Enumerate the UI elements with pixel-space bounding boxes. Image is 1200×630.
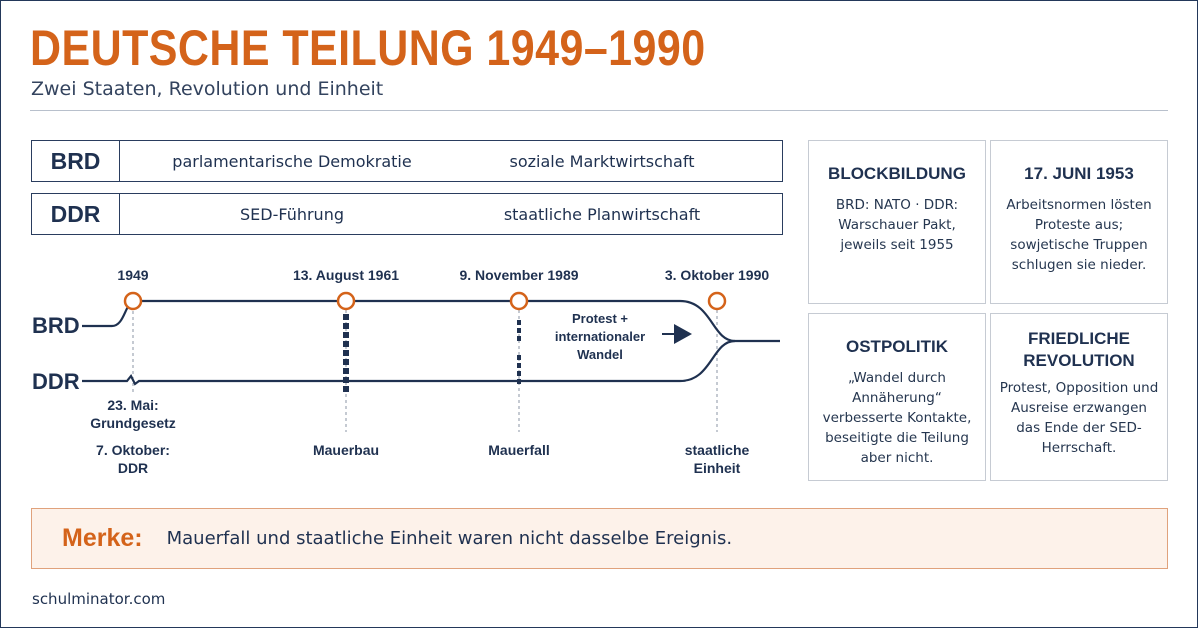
label-protest: Protest + internationaler Wandel bbox=[554, 311, 646, 362]
system-row-ddr: DDR SED-Führung staatliche Planwirtschaf… bbox=[31, 193, 783, 235]
header-divider bbox=[30, 110, 1168, 111]
card-body: Arbeitsnormen lösten Proteste aus; sowje… bbox=[1006, 197, 1152, 273]
date-1949: 1949 bbox=[117, 267, 149, 283]
label-ddr-founding: 7. Oktober: DDR bbox=[96, 442, 170, 476]
card-heading: OSTPOLITIK bbox=[846, 337, 948, 356]
system-label-ddr: DDR bbox=[32, 194, 120, 234]
label-mauerbau: Mauerbau bbox=[312, 442, 380, 458]
footer-site: schulminator.com bbox=[32, 590, 166, 608]
date-1961: 13. August 1961 bbox=[292, 267, 400, 283]
card-body: Protest, Opposition und Ausreise erzwang… bbox=[999, 380, 1159, 456]
page-title: DEUTSCHE TEILUNG 1949–1990 bbox=[30, 20, 706, 76]
card-friedliche-revolution: FRIEDLICHE REVOLUTION Protest, Oppositio… bbox=[990, 313, 1168, 481]
card-body: BRD: NATO · DDR: Warschauer Pakt, jeweil… bbox=[835, 197, 959, 253]
brd-government: parlamentarische Demokratie bbox=[172, 151, 412, 171]
label-grundgesetz: 23. Mai: Grundgesetz bbox=[90, 397, 176, 431]
track-label-ddr: DDR bbox=[32, 369, 80, 394]
card-heading: BLOCKBILDUNG bbox=[828, 164, 966, 183]
card-ostpolitik: OSTPOLITIK „Wandel durch Annäherung“ ver… bbox=[808, 313, 986, 481]
card-heading: FRIEDLICHE REVOLUTION bbox=[1023, 329, 1135, 370]
system-label-brd: BRD bbox=[32, 141, 120, 181]
card-body: „Wandel durch Annäherung“ verbesserte Ko… bbox=[822, 370, 972, 466]
label-einheit: staatliche Einheit bbox=[684, 442, 750, 476]
brd-economy: soziale Marktwirtschaft bbox=[509, 151, 695, 171]
ddr-economy: staatliche Planwirtschaft bbox=[503, 204, 701, 224]
brd-track bbox=[82, 299, 780, 343]
merke-text: Mauerfall und staatliche Einheit waren n… bbox=[166, 528, 733, 549]
card-17-juni: 17. JUNI 1953 Arbeitsnormen lösten Prote… bbox=[990, 140, 1168, 304]
merke-label: Merke: bbox=[62, 524, 143, 552]
date-1989: 9. November 1989 bbox=[459, 267, 579, 283]
track-label-brd: BRD bbox=[32, 313, 80, 338]
merke-box: Merke: Mauerfall und staatliche Einheit … bbox=[31, 508, 1168, 569]
page-subtitle: Zwei Staaten, Revolution und Einheit bbox=[31, 78, 384, 100]
label-mauerfall: Mauerfall bbox=[488, 442, 550, 458]
marker-1989 bbox=[509, 291, 529, 311]
system-row-brd: BRD parlamentarische Demokratie soziale … bbox=[31, 140, 783, 182]
ddr-track bbox=[82, 339, 736, 386]
ddr-government: SED-Führung bbox=[240, 204, 344, 224]
card-blockbildung: BLOCKBILDUNG BRD: NATO · DDR: Warschauer… bbox=[808, 140, 986, 304]
marker-1949 bbox=[123, 291, 143, 311]
marker-1990 bbox=[707, 291, 727, 311]
marker-1961 bbox=[336, 291, 356, 311]
timeline-diagram bbox=[82, 291, 780, 432]
date-1990: 3. Oktober 1990 bbox=[664, 267, 770, 283]
card-heading: 17. JUNI 1953 bbox=[1024, 164, 1134, 183]
